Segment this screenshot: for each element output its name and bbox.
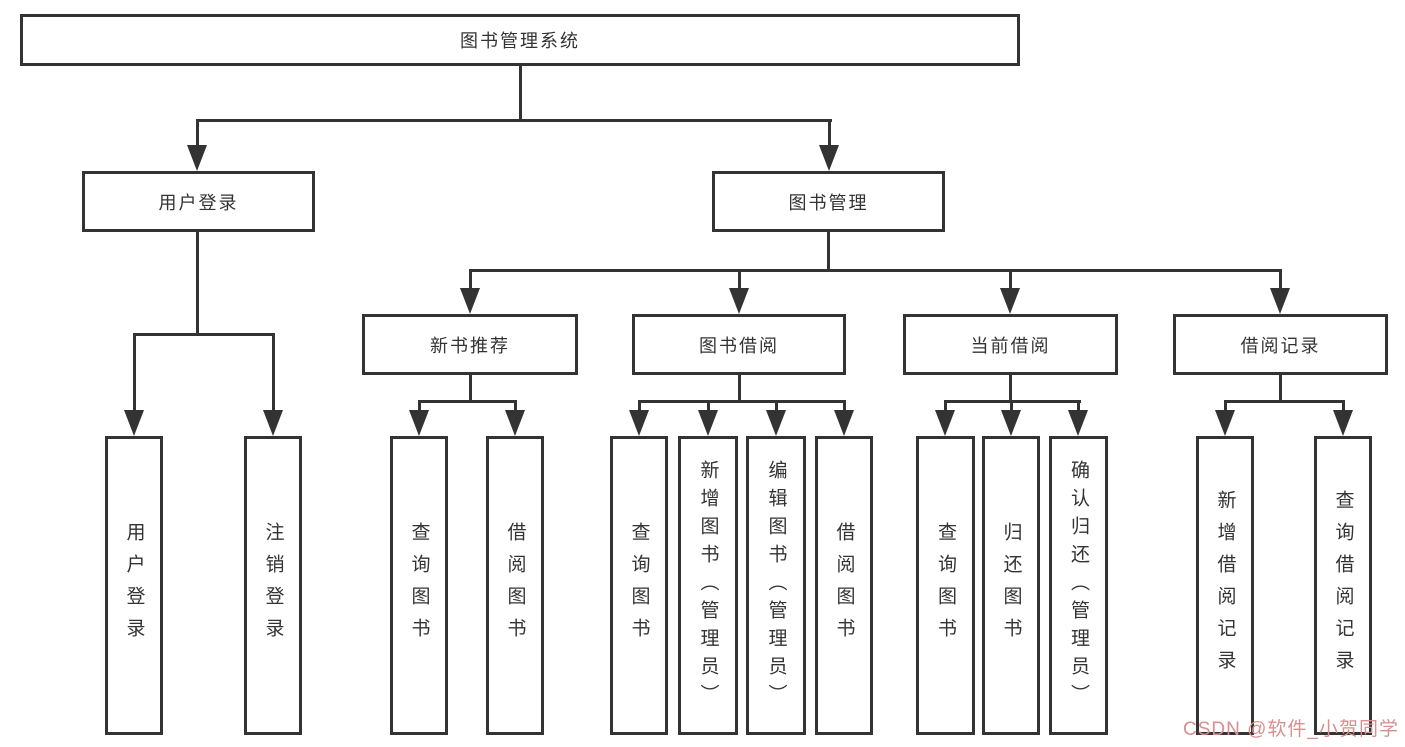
leaf-label: 注销登录 xyxy=(262,521,284,650)
node-leaf-query-books-borrow: 查询图书 xyxy=(610,436,668,735)
arrow-down xyxy=(766,410,786,436)
leaf-label: 编辑图书（管理员） xyxy=(765,459,787,712)
connector-line xyxy=(519,66,522,120)
arrow-down xyxy=(505,410,525,436)
connector-line xyxy=(418,400,421,413)
node-leaf-borrow-books: 借阅图书 xyxy=(815,436,873,735)
node-borrow-records: 借阅记录 xyxy=(1173,314,1388,375)
connector-line xyxy=(196,232,199,336)
connector-line xyxy=(272,333,275,413)
node-book-management: 图书管理 xyxy=(712,171,945,232)
node-current-borrow: 当前借阅 xyxy=(903,314,1118,375)
connector-line xyxy=(1342,400,1345,413)
node-new-book-recommend: 新书推荐 xyxy=(362,314,578,375)
leaf-label: 确认归还（管理员） xyxy=(1068,459,1089,712)
connector-line xyxy=(1010,400,1013,413)
node-leaf-edit-books-admin: 编辑图书（管理员） xyxy=(746,436,806,735)
node-user-login-label: 用户登录 xyxy=(158,192,239,213)
leaf-label: 新增图书（管理员） xyxy=(697,459,719,712)
arrow-down xyxy=(698,410,718,436)
node-leaf-query-books-current: 查询图书 xyxy=(916,436,975,735)
node-leaf-add-borrow-record: 新增借阅记录 xyxy=(1196,436,1254,735)
connector-line xyxy=(827,232,830,272)
connector-line xyxy=(1009,375,1012,402)
node-leaf-return-books: 归还图书 xyxy=(982,436,1040,735)
arrow-down xyxy=(1000,288,1020,314)
arrow-down xyxy=(729,288,749,314)
node-leaf-user-login: 用户登录 xyxy=(105,436,163,735)
node-book-management-label: 图书管理 xyxy=(788,192,869,213)
connector-line xyxy=(133,333,136,413)
node-leaf-confirm-return-admin: 确认归还（管理员） xyxy=(1049,436,1108,735)
connector-line xyxy=(775,400,778,413)
arrow-down xyxy=(187,145,207,171)
arrow-down xyxy=(1215,410,1235,436)
leaf-label: 查询图书 xyxy=(408,521,430,650)
arrow-down xyxy=(1068,410,1088,436)
leaf-label: 用户登录 xyxy=(123,521,145,650)
connector-line xyxy=(469,269,472,291)
connector-line xyxy=(828,119,831,149)
connector-line xyxy=(1279,269,1282,291)
node-current-borrow-label: 当前借阅 xyxy=(970,335,1051,356)
connector-line xyxy=(133,333,275,336)
arrow-down xyxy=(1270,288,1290,314)
node-leaf-add-books-admin: 新增图书（管理员） xyxy=(678,436,738,735)
csdn-watermark: CSDN @软件_小贺同学 xyxy=(1183,719,1399,740)
node-book-borrow: 图书借阅 xyxy=(632,314,846,375)
leaf-label: 查询借阅记录 xyxy=(1332,489,1354,682)
connector-line xyxy=(638,400,846,403)
connector-line xyxy=(469,269,1282,272)
node-new-book-recommend-label: 新书推荐 xyxy=(430,335,510,356)
arrow-down xyxy=(629,410,649,436)
leaf-label: 归还图书 xyxy=(1000,521,1022,650)
node-leaf-borrow-books-recommend: 借阅图书 xyxy=(486,436,544,735)
node-leaf-logout: 注销登录 xyxy=(244,436,302,735)
arrow-down xyxy=(834,410,854,436)
node-borrow-records-label: 借阅记录 xyxy=(1240,335,1321,356)
leaf-label: 借阅图书 xyxy=(504,521,526,650)
connector-line xyxy=(196,119,199,149)
node-leaf-query-borrow-record: 查询借阅记录 xyxy=(1314,436,1372,735)
node-book-borrow-label: 图书借阅 xyxy=(699,335,779,356)
arrow-down xyxy=(409,410,429,436)
connector-line xyxy=(944,400,947,413)
arrow-down xyxy=(263,410,283,436)
connector-line xyxy=(196,119,832,122)
node-root: 图书管理系统 xyxy=(20,14,1020,66)
connector-line xyxy=(738,375,741,402)
arrow-down xyxy=(124,410,144,436)
connector-line xyxy=(1224,400,1345,403)
connector-line xyxy=(514,400,517,413)
node-leaf-query-books-recommend: 查询图书 xyxy=(390,436,448,735)
node-root-label: 图书管理系统 xyxy=(460,31,580,51)
arrow-down xyxy=(1001,410,1021,436)
connector-line xyxy=(418,400,517,403)
arrow-down xyxy=(460,288,480,314)
connector-line xyxy=(638,400,641,413)
connector-line xyxy=(1009,269,1012,291)
arrow-down xyxy=(819,145,839,171)
leaf-label: 新增借阅记录 xyxy=(1214,489,1236,682)
leaf-label: 借阅图书 xyxy=(833,521,855,650)
node-user-login: 用户登录 xyxy=(82,171,315,232)
connector-line xyxy=(843,400,846,413)
arrow-down xyxy=(1333,410,1353,436)
connector-line xyxy=(1279,375,1282,402)
connector-line xyxy=(1077,400,1080,413)
connector-line xyxy=(469,375,472,402)
connector-line xyxy=(738,269,741,291)
leaf-label: 查询图书 xyxy=(628,521,650,650)
arrow-down xyxy=(935,410,955,436)
connector-line xyxy=(707,400,710,413)
leaf-label: 查询图书 xyxy=(935,521,956,650)
connector-line xyxy=(1224,400,1227,413)
